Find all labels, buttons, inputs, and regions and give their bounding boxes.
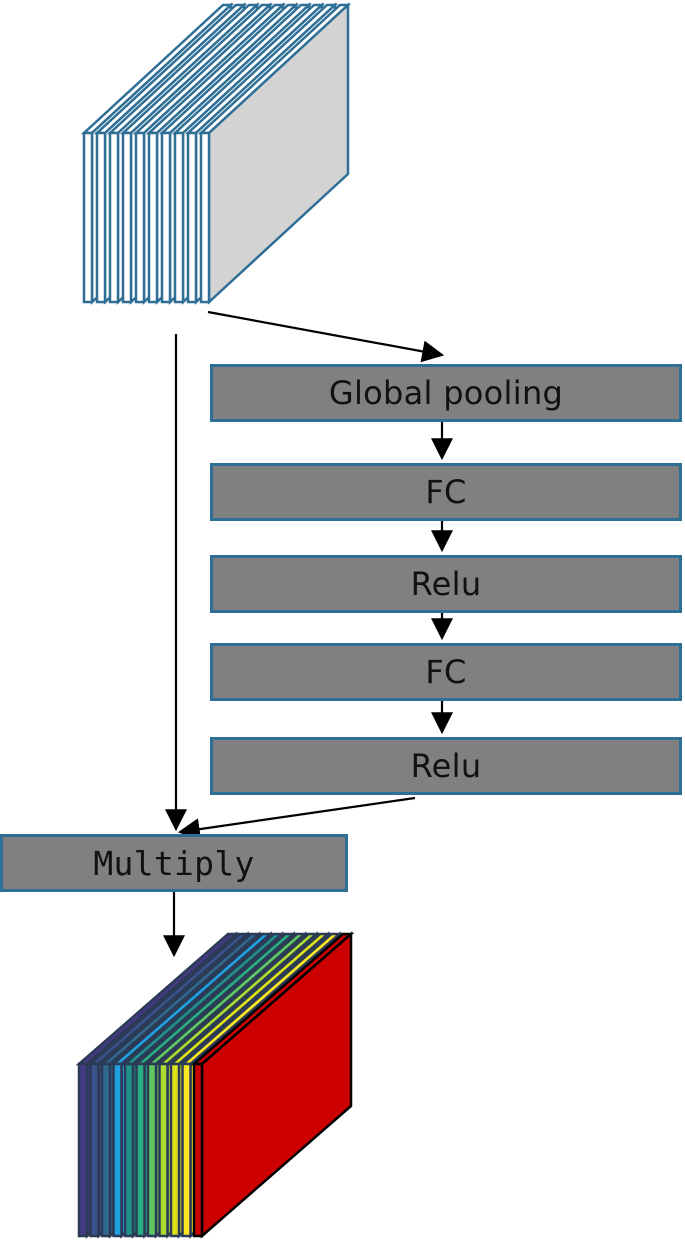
slice-front-edge	[160, 131, 172, 304]
slice-front-edge	[100, 1062, 112, 1238]
relu-block-1: Relu	[210, 555, 682, 613]
slice-front-edge	[108, 131, 120, 304]
slice-front-edge	[82, 131, 94, 304]
arrow-input-to-global-pooling	[207, 310, 445, 363]
slice-front-edge	[199, 131, 211, 304]
fc-block-2: FC	[210, 643, 682, 701]
slice-front-edge	[146, 1062, 158, 1238]
slice-front-edge	[77, 1062, 89, 1238]
relu-block-2: Relu	[210, 737, 682, 795]
recalibrated-feature-map-stack-icon	[75, 931, 355, 1239]
fc-label-1: FC	[425, 473, 467, 511]
slice-front-edge	[186, 131, 198, 304]
fc-label-2: FC	[425, 653, 467, 691]
fc-block-1: FC	[210, 463, 682, 521]
feature-map-stack-icon	[80, 2, 352, 305]
slice-front-edge	[112, 1062, 123, 1238]
slice-front-edge	[173, 131, 185, 304]
arrows	[163, 310, 453, 958]
slice-front-edge	[121, 131, 133, 304]
slice-front-edge	[158, 1062, 169, 1238]
slice-front-edge	[192, 1062, 204, 1238]
relu-label-2: Relu	[410, 747, 482, 785]
slice-front-edge	[147, 131, 159, 304]
slice-front-edge	[181, 1062, 192, 1238]
slice-front-edge	[134, 131, 146, 304]
slice-front-edge	[89, 1062, 100, 1238]
relu-label-1: Relu	[410, 565, 482, 603]
arrow-relu-to-multiply	[177, 796, 416, 841]
multiply-label: Multiply	[93, 843, 255, 883]
multiply-block: Multiply	[0, 834, 348, 892]
global-pooling-label: Global pooling	[328, 374, 564, 412]
slice-front-edge	[169, 1062, 181, 1238]
global-pooling-block: Global pooling	[210, 364, 682, 422]
slice-front-edge	[95, 131, 107, 304]
slice-front-edge	[123, 1062, 135, 1238]
slice-front-edge	[135, 1062, 146, 1238]
